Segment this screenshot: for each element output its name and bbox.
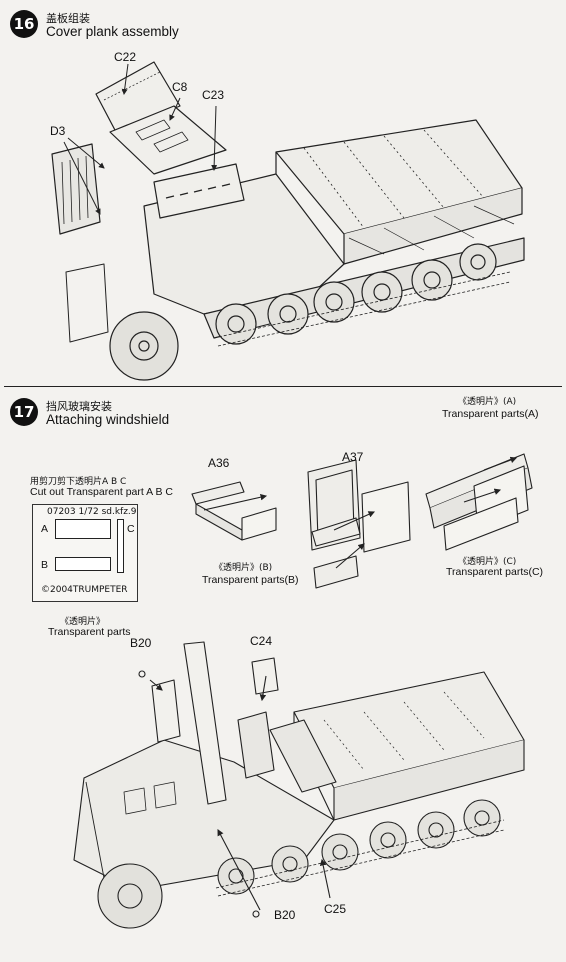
part-label-c8: C8 bbox=[172, 80, 188, 94]
halftrack-vehicle bbox=[73, 641, 525, 929]
transparent-part-c-outline bbox=[117, 519, 124, 573]
part-label-a37: A37 bbox=[342, 450, 364, 464]
cutout-note-cn: 用剪刀剪下透明片A B C bbox=[30, 477, 127, 487]
step-16-assembly-drawing bbox=[51, 61, 525, 381]
sheet-label-b: B bbox=[41, 559, 49, 571]
transparent-generic-en: Transparent parts bbox=[48, 626, 131, 638]
transparent-sheet: 07203 1/72 sd.kfz.9 A B C ©2004TRUMPETER bbox=[32, 504, 138, 602]
a37-frame-assembly bbox=[307, 459, 411, 589]
step-17-panel: 17 挡风玻璃安装 Attaching windshield 用剪刀剪下透明片A… bbox=[4, 390, 562, 958]
step-17-assembly-drawing bbox=[73, 453, 533, 929]
part-label-b20-top: B20 bbox=[130, 636, 152, 650]
part-label-b20-bottom: B20 bbox=[274, 908, 296, 922]
step-17-title-cn: 挡风玻璃安装 bbox=[46, 400, 112, 413]
hood-panel-c8 bbox=[109, 105, 227, 175]
step-divider bbox=[4, 386, 562, 387]
part-label-a36: A36 bbox=[208, 456, 230, 470]
sheet-label-a: A bbox=[41, 523, 49, 535]
windshield-c-assembly bbox=[425, 453, 533, 551]
transparent-c-cn: 《透明片》(C) bbox=[458, 557, 517, 567]
part-label-c24: C24 bbox=[250, 634, 273, 648]
front-wheel-17 bbox=[97, 863, 163, 929]
transparent-part-a-outline bbox=[55, 519, 111, 539]
transparent-b-en: Transparent parts(B) bbox=[202, 574, 299, 586]
step-16-title-en: Cover plank assembly bbox=[46, 24, 179, 39]
step-17-title-en: Attaching windshield bbox=[46, 412, 170, 427]
cutout-note-en: Cut out Transparent part A B C bbox=[30, 486, 173, 498]
part-label-c23: C23 bbox=[202, 88, 225, 102]
step-16-panel: 16 盖板组装 Cover plank assembly bbox=[4, 2, 562, 382]
step-16-number-badge: 16 bbox=[10, 10, 38, 38]
step-16-title-cn: 盖板组装 bbox=[46, 12, 90, 25]
front-wheel bbox=[109, 311, 179, 381]
step-17-number-badge: 17 bbox=[10, 398, 38, 426]
transparent-a-en: Transparent parts(A) bbox=[442, 408, 539, 420]
transparent-a-cn: 《透明片》(A) bbox=[458, 397, 517, 407]
sheet-label-c: C bbox=[127, 523, 135, 535]
transparent-b-cn: 《透明片》(B) bbox=[214, 563, 273, 573]
part-label-d3: D3 bbox=[50, 124, 66, 138]
a36-frame-assembly bbox=[191, 481, 277, 541]
transparent-c-en: Transparent parts(C) bbox=[446, 566, 544, 578]
sheet-code: 07203 1/72 sd.kfz.9 bbox=[47, 507, 137, 517]
part-label-c22: C22 bbox=[114, 50, 137, 64]
windshield-frame-upright bbox=[183, 641, 227, 805]
sheet-copyright: ©2004TRUMPETER bbox=[41, 585, 128, 595]
transparent-part-b-outline bbox=[55, 557, 111, 571]
transparent-generic-cn: 《透明片》 bbox=[60, 617, 106, 627]
part-label-c25: C25 bbox=[324, 902, 347, 916]
radiator-grille-d3 bbox=[51, 143, 101, 235]
